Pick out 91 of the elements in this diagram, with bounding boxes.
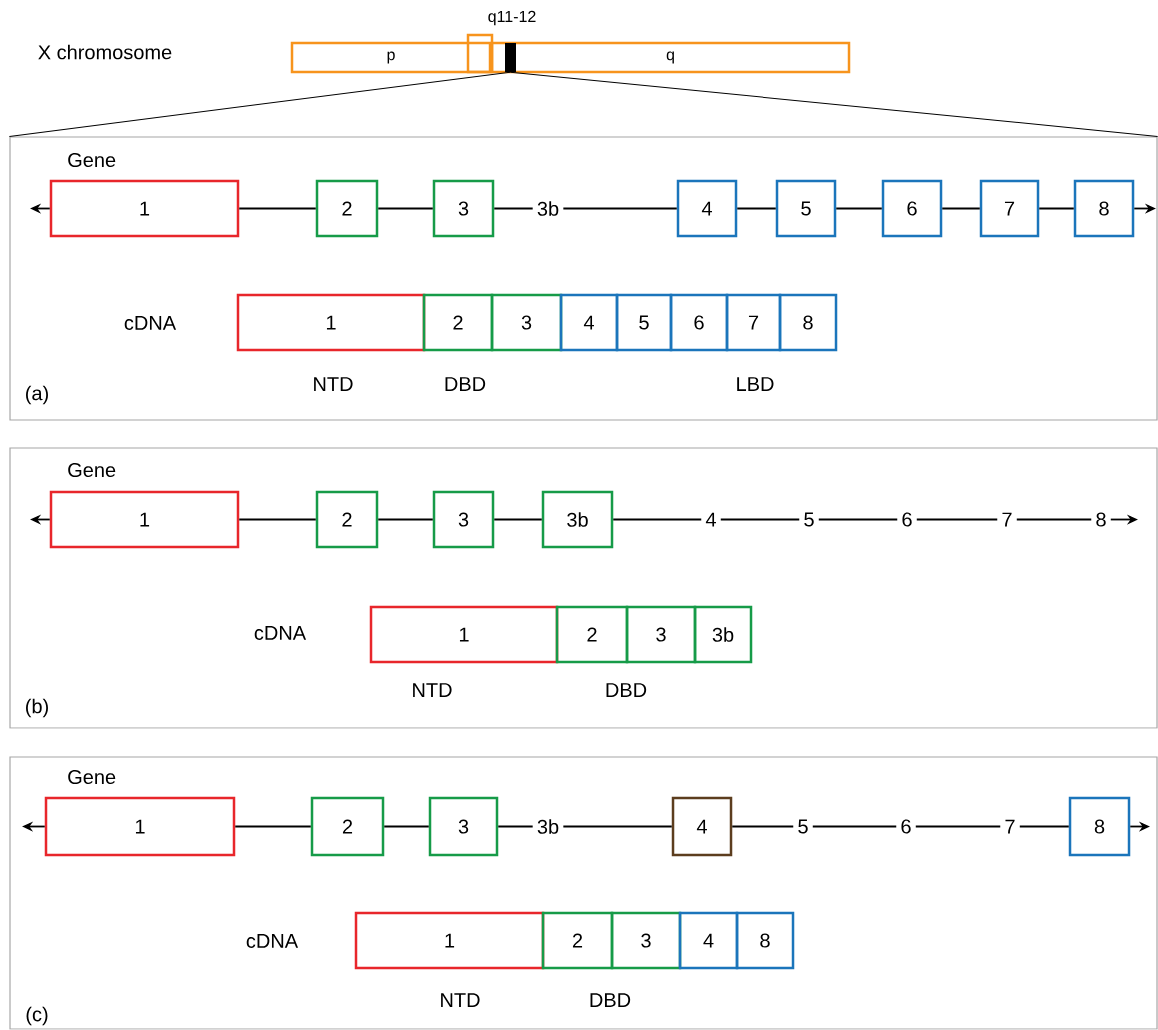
gene-line [914, 825, 1002, 828]
chromosome-arm: p [290, 41, 492, 74]
exon-box: 3b [541, 490, 614, 549]
exon-box: 4 [676, 179, 738, 238]
gene-line [238, 207, 317, 210]
gene-line [1015, 518, 1093, 521]
cdna-exon-box: 2 [541, 911, 614, 970]
domain-label: DBD [606, 683, 647, 697]
gene-line [731, 825, 795, 828]
domain-label: LBD [737, 377, 774, 391]
gene-line [377, 207, 434, 210]
exon-label: 5 [804, 512, 814, 527]
panel-label: (a) [26, 385, 48, 405]
exon-label: 3b [537, 201, 559, 216]
zoom-line [8, 71, 511, 137]
exon-label: 7 [1002, 512, 1012, 527]
exon-label: 5 [798, 819, 808, 834]
exon-label: 7 [1005, 819, 1015, 834]
cdna-exon-box: 1 [369, 605, 559, 664]
gene-line [612, 518, 703, 521]
chromosome-label: X chromosome [38, 44, 172, 60]
gene-line [736, 207, 777, 210]
exon-box: 8 [1073, 179, 1135, 238]
exon-box: 2 [315, 179, 379, 238]
gene-line [383, 825, 430, 828]
domain-label: NTD [413, 683, 452, 697]
exon-label: 6 [902, 512, 912, 527]
exon-box: 7 [979, 179, 1040, 238]
cdna-exon-box: 2 [555, 605, 629, 664]
exon-box: 6 [881, 179, 943, 238]
row-label: Gene [68, 769, 116, 785]
gene-line [817, 518, 899, 521]
gene-line [811, 825, 898, 828]
exon-box: 8 [1068, 796, 1131, 857]
locus-marker [505, 43, 516, 72]
exon-box: 1 [49, 490, 240, 549]
row-label: Gene [68, 462, 116, 478]
exon-box: 3 [432, 179, 495, 238]
gene-line [562, 825, 673, 828]
cdna-exon-box: 3b [693, 605, 753, 664]
cdna-exon-box: 7 [725, 293, 782, 352]
domain-label: DBD [445, 377, 486, 391]
gene-line [1018, 825, 1070, 828]
exon-box: 1 [44, 796, 236, 857]
chromosome-arm: q [490, 41, 851, 74]
band-label: q11-12 [488, 10, 536, 26]
cdna-exon-box: 1 [236, 293, 426, 352]
zoom-line [510, 71, 1158, 137]
gene-line [915, 518, 999, 521]
domain-label: DBD [590, 993, 631, 1007]
exon-box: 5 [775, 179, 837, 238]
cdna-exon-box: 5 [615, 293, 673, 352]
cdna-exon-box: 3 [625, 605, 697, 664]
gene-line [493, 207, 534, 210]
cdna-exon-box: 1 [354, 911, 545, 970]
cdna-exon-box: 4 [559, 293, 619, 352]
gene-line [377, 518, 434, 521]
gene-line [941, 207, 981, 210]
gene-line [835, 207, 883, 210]
exon-box: 3 [432, 490, 495, 549]
gene-line [719, 518, 801, 521]
cdna-exon-box: 3 [610, 911, 682, 970]
exon-box: 3 [428, 796, 499, 857]
cdna-exon-box: 2 [422, 293, 494, 352]
exon-box: 2 [315, 490, 379, 549]
gene-line [562, 207, 678, 210]
gene-line [493, 518, 543, 521]
domain-label: NTD [441, 993, 480, 1007]
panel-label: (c) [26, 1006, 48, 1026]
row-label: cDNA [124, 316, 177, 330]
cdna-exon-box: 4 [678, 911, 739, 970]
cdna-exon-box: 3 [490, 293, 563, 352]
row-label: cDNA [254, 626, 307, 640]
row-label: cDNA [246, 934, 299, 948]
exon-label: 8 [1096, 512, 1106, 527]
cdna-exon-box: 8 [735, 911, 795, 970]
exon-box: 1 [49, 179, 240, 238]
exon-label: 6 [901, 819, 911, 834]
cdna-exon-box: 6 [669, 293, 729, 352]
gene-line [497, 825, 534, 828]
row-label: Gene [68, 152, 116, 168]
exon-box: 2 [310, 796, 385, 857]
domain-label: NTD [314, 377, 353, 391]
exon-box: 4 [671, 796, 733, 857]
cdna-exon-box: 8 [778, 293, 838, 352]
panel-label: (b) [26, 698, 48, 718]
gene-line [234, 825, 312, 828]
gene-line [1038, 207, 1075, 210]
exon-label: 4 [705, 512, 716, 527]
exon-label: 3b [537, 819, 559, 834]
gene-line [238, 518, 317, 521]
